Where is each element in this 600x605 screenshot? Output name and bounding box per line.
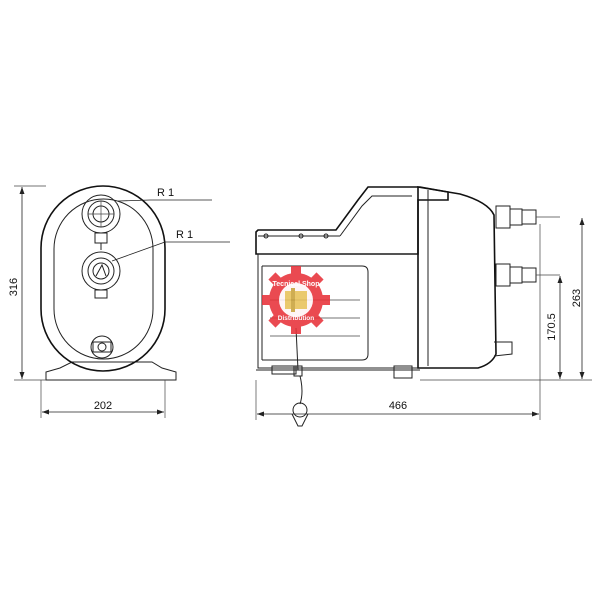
dimension-263: 263 xyxy=(571,289,583,307)
dimension-202: 202 xyxy=(94,400,112,412)
front-view: R 1 R 1 316 202 xyxy=(8,185,230,418)
callout-r1-top: R 1 xyxy=(157,187,174,199)
inlet-connection-side xyxy=(495,263,560,287)
pump-casing-side xyxy=(417,186,497,369)
watermark-text-top: Tecnical Shop xyxy=(273,281,320,288)
outlet-connection-side xyxy=(495,205,560,229)
power-cable-plug xyxy=(291,327,309,427)
watermark-logo: Tecnical Shop Distribution xyxy=(262,266,330,334)
outlet-fitting-front xyxy=(81,194,121,250)
drain-plug-front xyxy=(90,335,114,359)
dimension-170-5: 170.5 xyxy=(546,313,558,341)
inlet-fitting-front xyxy=(81,251,121,299)
front-body-outline xyxy=(40,185,166,372)
watermark-text-bottom: Distribution xyxy=(278,315,314,322)
callout-r1-mid: R 1 xyxy=(176,229,193,241)
dimension-466: 466 xyxy=(389,400,407,412)
side-view: 466 263 170.5 xyxy=(255,186,592,427)
dimension-316: 316 xyxy=(8,278,20,296)
